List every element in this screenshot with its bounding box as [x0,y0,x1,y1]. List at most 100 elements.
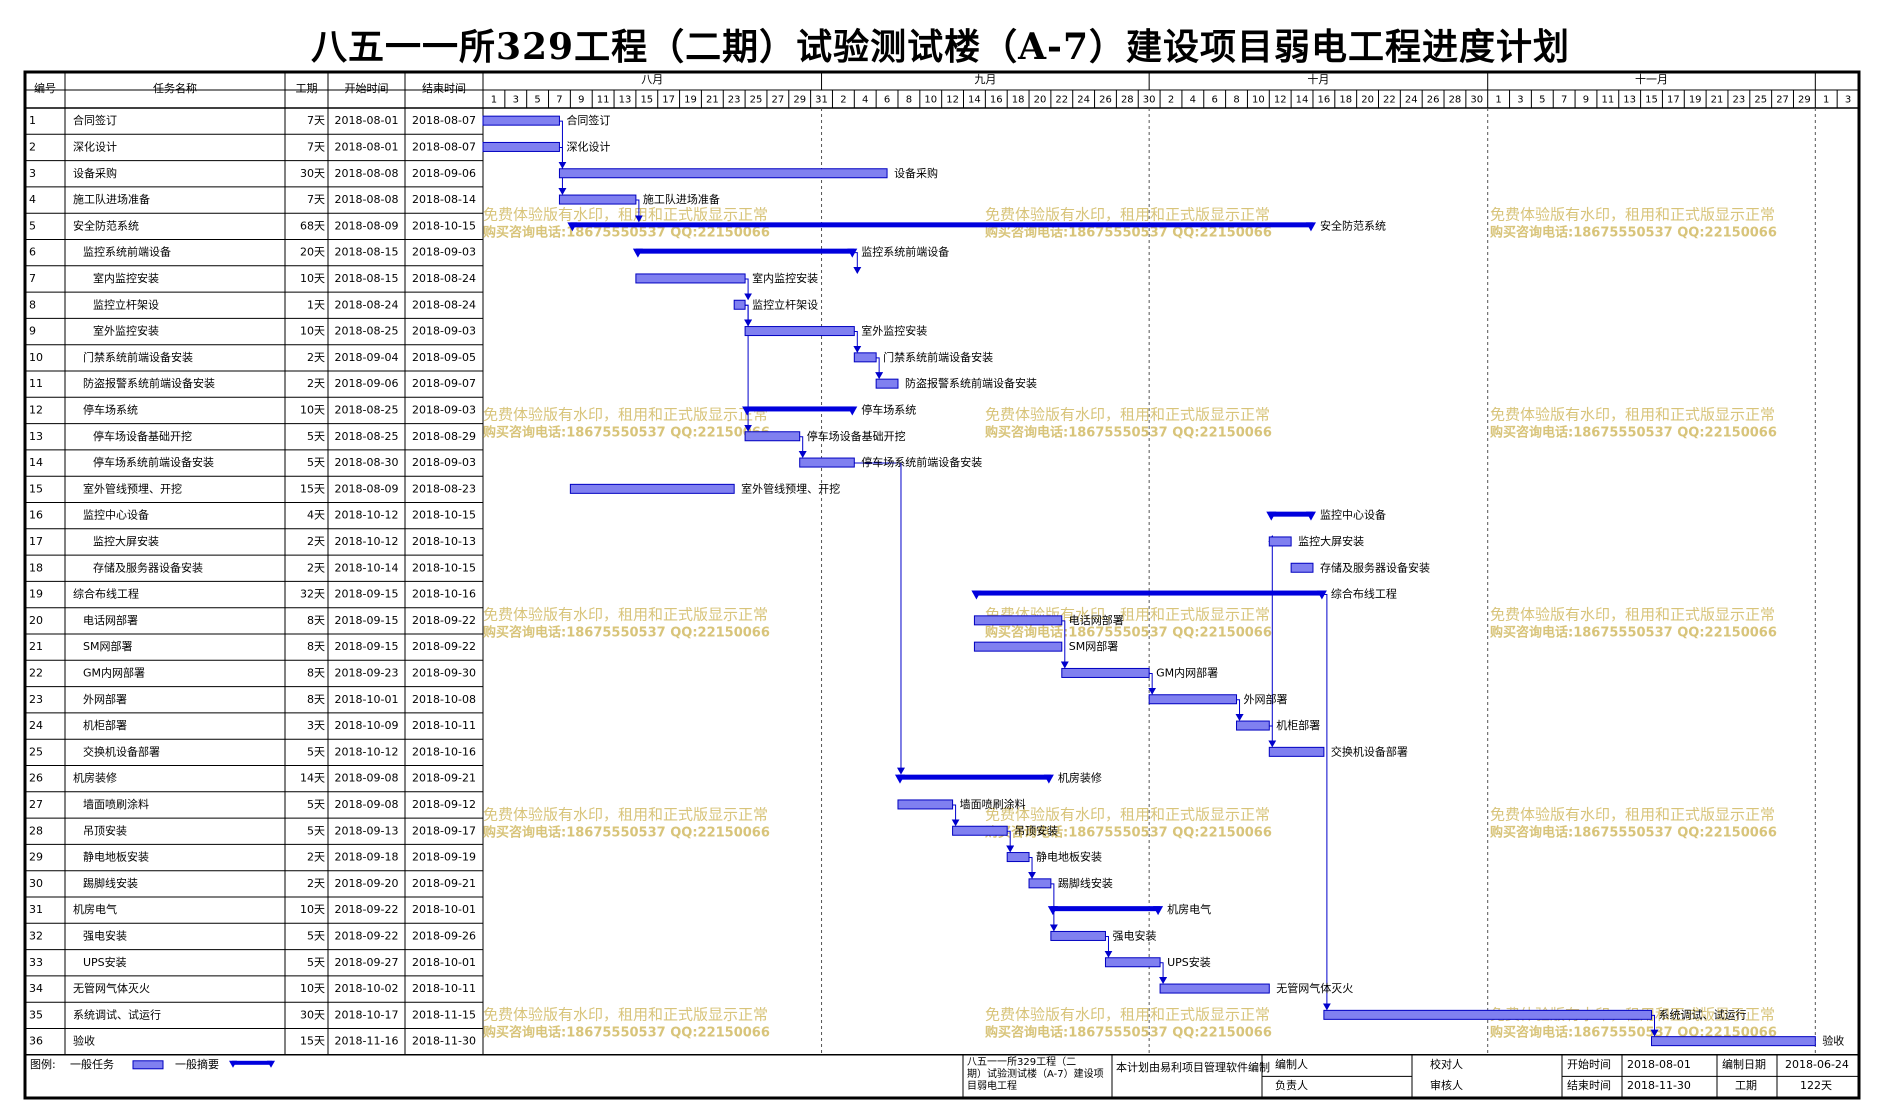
task-end: 2018-08-24 [412,272,476,285]
task-end: 2018-09-03 [412,403,476,416]
task-start: 2018-08-25 [335,430,399,443]
task-id: 23 [29,693,43,706]
task-id: 13 [29,430,43,443]
bar-label: 合同签订 [566,113,610,127]
task-end: 2018-11-30 [412,1035,476,1048]
task-name: 监控系统前端设备 [83,245,171,259]
column-header-end: 结束时间 [422,82,466,95]
task-bar [897,799,954,810]
footer-owner-label: 负责人 [1275,1078,1308,1092]
task-id: 12 [29,403,43,416]
day-tick-label: 27 [771,95,784,106]
task-end: 2018-10-11 [412,719,476,732]
footer-project-line: 目弱电工程 [967,1079,1017,1092]
task-end: 2018-08-07 [412,114,476,127]
summary-bar [1269,511,1313,517]
day-tick-label: 25 [1754,95,1767,106]
legend-summary-swatch [232,1060,272,1065]
footer-dur-value: 122天 [1800,1079,1832,1092]
task-duration: 7天 [307,114,325,127]
page-title: 八五一一所329工程（二期）试验测试楼（A-7）建设项目弱电工程进度计划 [310,26,1571,68]
dependency-link [798,436,807,459]
day-tick-label: 10 [924,95,937,106]
task-id: 20 [29,614,43,627]
dependency-link [1159,962,1168,985]
day-tick-label: 8 [906,95,912,106]
day-tick-label: 16 [1318,95,1331,106]
task-name: 监控大屏安装 [93,534,159,548]
day-tick-label: 23 [728,95,741,106]
footer-compiler-label: 编制人 [1275,1057,1308,1071]
task-duration: 5天 [307,824,325,837]
task-bar [1651,1036,1816,1047]
day-tick-label: 14 [1296,95,1309,106]
task-end: 2018-10-08 [412,693,476,706]
task-id: 2 [29,140,36,153]
task-end: 2018-08-07 [412,140,476,153]
task-end: 2018-10-16 [412,588,476,601]
task-bar [482,141,560,152]
day-tick-label: 3 [1517,95,1523,106]
bar-label: 室内监控安装 [752,271,818,285]
bar-label: 吊顶安装 [1014,823,1058,837]
task-duration: 2天 [307,351,325,364]
bar-label: 静电地板安装 [1036,850,1102,864]
bar-label: 无管网气体灭火 [1276,981,1353,995]
day-tick-label: 18 [1012,95,1025,106]
bar-label: 施工队进场准备 [643,192,720,206]
legend-summary-end [267,1060,275,1068]
day-tick-label: 14 [968,95,981,106]
task-name: 墙面喷刷涂料 [83,797,149,811]
dependency-link [853,252,862,274]
task-name: 停车场设备基础开挖 [93,429,192,443]
day-tick-label: 29 [1798,95,1811,106]
watermark-text: 免费体验版有水印，租用和正式版显示正常 [1490,406,1775,424]
day-tick-label: 10 [1252,95,1265,106]
bar-label: 验收 [1822,1034,1844,1048]
dependency-link [1148,672,1157,695]
task-name: 深化设计 [73,139,117,153]
task-duration: 5天 [307,430,325,443]
task-start: 2018-09-08 [335,798,399,811]
task-start: 2018-09-22 [335,903,399,916]
day-tick-label: 4 [1190,95,1196,106]
task-name: 停车场系统 [83,402,138,416]
task-bar [733,299,746,310]
task-start: 2018-09-06 [335,377,399,390]
watermark-text: 免费体验版有水印，租用和正式版显示正常 [1490,806,1775,824]
bar-label: 交换机设备部署 [1331,744,1408,758]
task-duration: 7天 [307,193,325,206]
task-bar [1159,983,1270,994]
summary-bar [635,248,855,254]
dependency-link [951,804,960,827]
day-tick-label: 1 [491,95,497,106]
task-id: 35 [29,1008,43,1021]
day-tick-label: 7 [556,95,562,106]
task-end: 2018-08-14 [412,193,476,206]
bar-label: 机柜部署 [1276,718,1320,732]
day-tick-label: 26 [1099,95,1112,106]
task-end: 2018-10-01 [412,956,476,969]
column-header-name: 任务名称 [153,81,197,95]
task-end: 2018-09-06 [412,167,476,180]
task-end: 2018-09-05 [412,351,476,364]
watermark-text: 购买咨询电话:18675550537 QQ:22150066 [1490,225,1777,241]
task-bar [1006,852,1030,863]
task-name: 室外监控安装 [93,324,159,338]
bar-label: 综合布线工程 [1331,587,1397,601]
task-id: 32 [29,929,43,942]
task-start: 2018-09-08 [335,772,399,785]
day-tick-label: 22 [1383,95,1396,106]
day-tick-label: 21 [706,95,719,106]
summary-bar-end [742,406,753,416]
task-start: 2018-10-14 [335,561,399,574]
task-bar [973,615,1063,626]
task-start: 2018-09-04 [335,351,399,364]
task-id: 5 [29,219,36,232]
task-bar [973,641,1063,652]
footer-reviewer-label: 校对人 [1430,1057,1463,1071]
task-id: 18 [29,561,43,574]
task-end: 2018-09-21 [412,877,476,890]
task-duration: 1天 [307,298,325,311]
task-start: 2018-09-20 [335,877,399,890]
